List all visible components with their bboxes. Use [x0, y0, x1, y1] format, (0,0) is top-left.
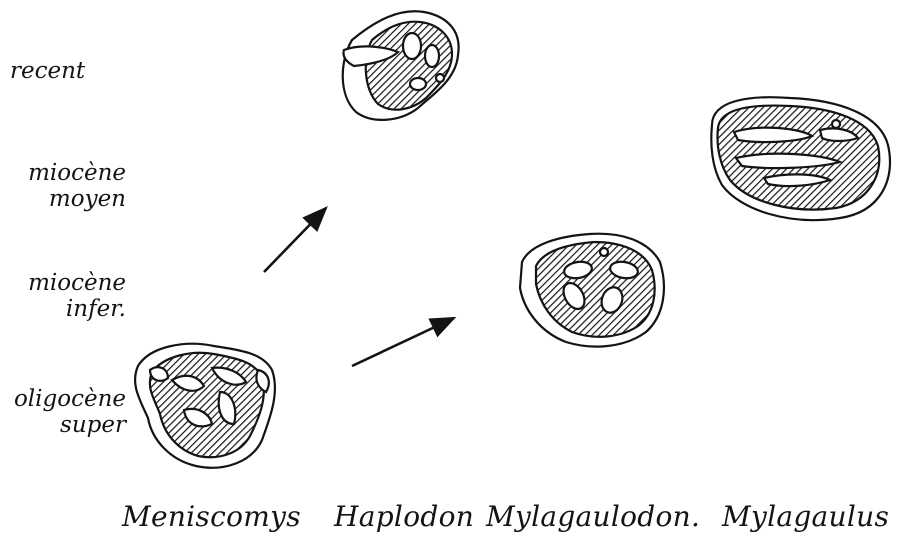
epoch-oligocene-super-line1: oligocène: [8, 386, 126, 412]
tooth-meniscomys: [135, 344, 275, 468]
tooth-mylagaulus: [711, 97, 890, 220]
epoch-miocene-infer-line2: infer.: [8, 296, 126, 322]
epoch-recent-line1: recent: [10, 58, 85, 84]
epoch-label-oligocene-super: oligocène super: [8, 386, 126, 438]
epoch-label-miocene-infer: miocène infer.: [8, 270, 126, 322]
genus-label-haplodon: Haplodon: [334, 500, 474, 533]
epoch-label-miocene-moyen: miocène moyen: [8, 160, 126, 212]
arrow-to-mylagaulodon: [352, 318, 454, 366]
epoch-label-recent: recent: [10, 58, 85, 84]
epoch-miocene-moyen-line2: moyen: [8, 186, 126, 212]
genus-label-meniscomys: Meniscomys: [122, 500, 301, 533]
tooth-mylagaulodon: [520, 234, 664, 347]
genus-label-mylagaulus: Mylagaulus: [722, 500, 889, 533]
genus-label-mylagaulodon: Mylagaulodon.: [486, 500, 700, 533]
tooth-haplodon: [343, 11, 459, 120]
arrow-to-haplodon: [264, 208, 326, 272]
epoch-oligocene-super-line2: super: [8, 412, 126, 438]
epoch-miocene-moyen-line1: miocène: [8, 160, 126, 186]
epoch-miocene-infer-line1: miocène: [8, 270, 126, 296]
